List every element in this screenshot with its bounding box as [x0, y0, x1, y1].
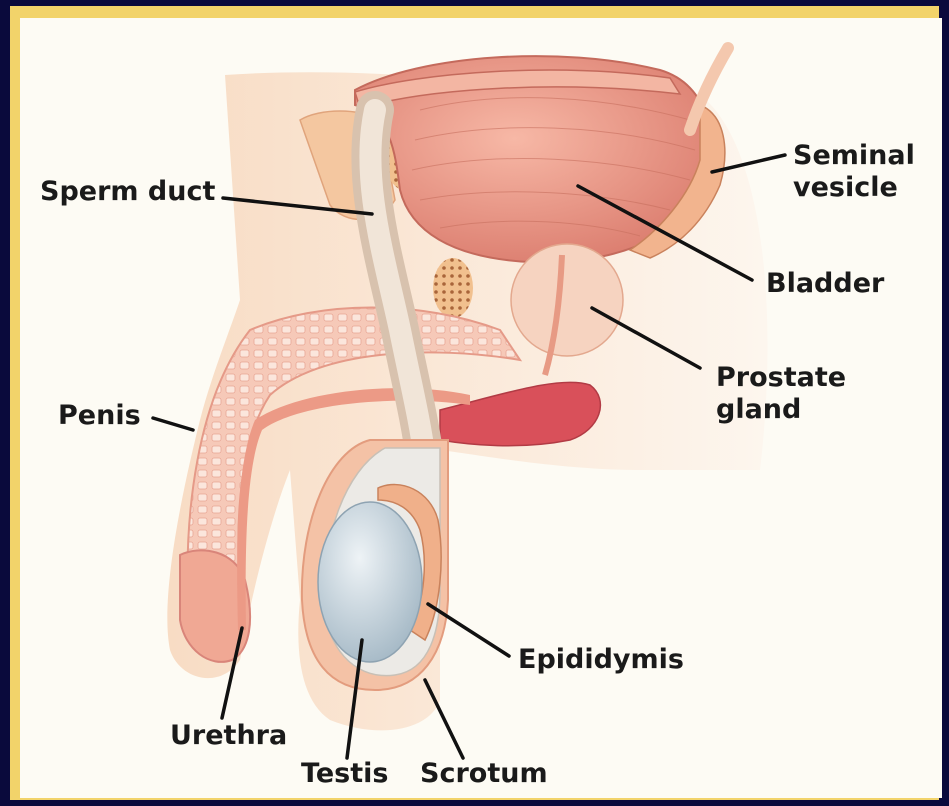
label-prostate-line2: gland	[716, 394, 801, 425]
label-urethra: Urethra	[170, 720, 287, 751]
label-epididymis: Epididymis	[518, 644, 684, 675]
label-testis: Testis	[301, 758, 388, 789]
label-prostate-line1: Prostate	[716, 362, 846, 393]
label-seminal-vesicle-line1: Seminal	[793, 140, 915, 171]
label-bladder: Bladder	[766, 268, 885, 299]
prostate-shape	[511, 244, 623, 356]
label-penis: Penis	[58, 400, 141, 431]
bone-section-lower	[433, 258, 473, 318]
label-scrotum: Scrotum	[420, 758, 548, 789]
testis-shape	[318, 502, 422, 662]
label-seminal-vesicle-line2: vesicle	[793, 172, 898, 203]
label-sperm-duct: Sperm duct	[40, 176, 215, 207]
